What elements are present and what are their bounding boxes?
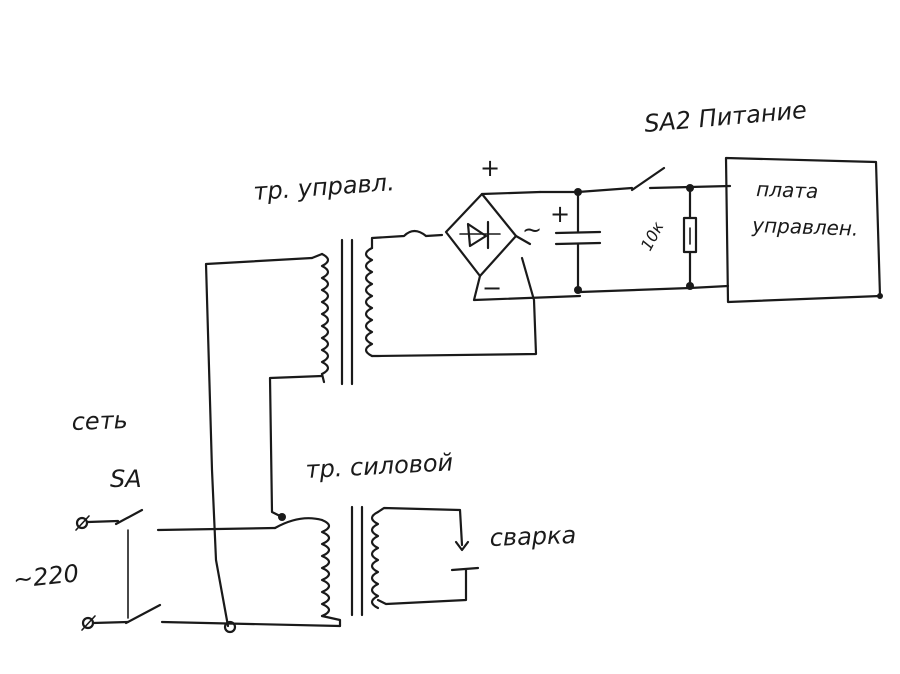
- bridge-minus-label: −: [482, 274, 502, 302]
- control-transformer-primary: [310, 252, 330, 384]
- capacitor-plus-label: +: [550, 200, 570, 228]
- power-transformer-label: тр. силовой: [305, 448, 454, 484]
- control-board: [724, 156, 883, 304]
- board-label-line1: плата: [756, 177, 819, 203]
- control-transformer-label: тр. управл.: [252, 168, 395, 206]
- filter-capacitor: [538, 186, 634, 294]
- control-transformer-secondary: [364, 229, 538, 358]
- power-switch-label: SA2 Питание: [643, 96, 808, 138]
- mains-switch-label: SA: [110, 465, 142, 493]
- negative-rail: [578, 284, 730, 294]
- mains-terminal-top: [75, 515, 90, 531]
- resistor-value-label: 10к: [637, 218, 668, 254]
- mains-switch-sa: [86, 508, 342, 628]
- control-primary-wiring: [204, 256, 324, 634]
- board-label-line2: управлен.: [751, 213, 859, 241]
- resistor-10k: [682, 186, 698, 290]
- mains-label: сеть: [71, 406, 128, 436]
- control-transformer-core: [340, 238, 354, 386]
- power-transformer-primary: [273, 513, 342, 628]
- bridge-plus-label: +: [480, 154, 500, 182]
- power-transformer-core: [350, 505, 364, 617]
- power-switch-sa2: [630, 166, 732, 192]
- welding-label: сварка: [489, 521, 576, 552]
- mains-voltage-label: ~220: [12, 559, 80, 594]
- ac-mark-label: ~: [522, 216, 542, 244]
- diode-bridge: [444, 190, 582, 302]
- power-transformer-secondary: [370, 506, 480, 610]
